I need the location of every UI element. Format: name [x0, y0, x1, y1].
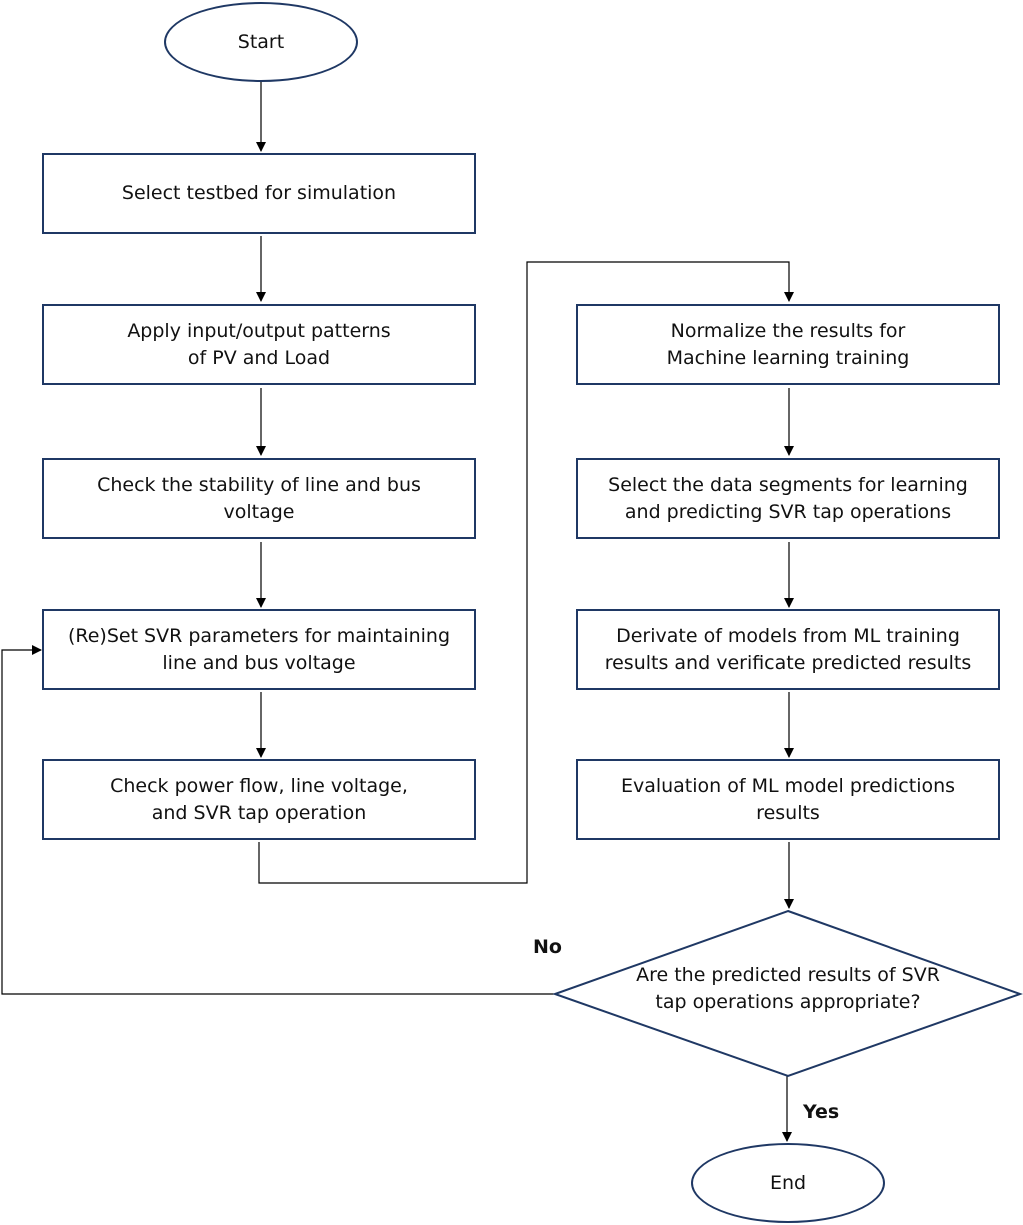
- step-check-stability-label: Check the stability of line and bus volt…: [97, 473, 421, 523]
- step-check-power-flow: Check power flow, line voltage, and SVR …: [42, 759, 476, 840]
- step-normalize-results-label: Normalize the results for Machine learni…: [666, 319, 910, 369]
- step-normalize-results: Normalize the results for Machine learni…: [576, 304, 1000, 385]
- step-check-stability: Check the stability of line and bus volt…: [42, 458, 476, 539]
- step-evaluate-predictions: Evaluation of ML model predictions resul…: [576, 759, 1000, 840]
- step-set-svr-parameters-label: (Re)Set SVR parameters for maintaining l…: [67, 624, 451, 674]
- end-terminal: End: [691, 1143, 885, 1223]
- arrow-step5-to-step6: [258, 261, 794, 884]
- start-terminal: Start: [164, 2, 358, 82]
- step-apply-patterns: Apply input/output patterns of PV and Lo…: [42, 304, 476, 385]
- step-select-testbed: Select testbed for simulation: [42, 153, 476, 234]
- step-select-testbed-label: Select testbed for simulation: [121, 182, 397, 204]
- step-apply-patterns-label: Apply input/output patterns of PV and Lo…: [127, 319, 391, 369]
- step-select-data-segments: Select the data segments for learning an…: [576, 458, 1000, 539]
- no-branch-label: No: [533, 936, 562, 958]
- decision-label: Are the predicted results of SVR tap ope…: [636, 964, 940, 1013]
- start-label: Start: [237, 30, 285, 53]
- step-derivate-models-label: Derivate of models from ML training resu…: [604, 624, 972, 674]
- arrow-decision-no-loop: [1, 645, 554, 995]
- decision-diamond: Are the predicted results of SVR tap ope…: [553, 909, 1023, 1079]
- step-evaluate-predictions-label: Evaluation of ML model predictions resul…: [620, 774, 956, 824]
- step-check-power-flow-label: Check power flow, line voltage, and SVR …: [110, 774, 408, 824]
- end-label: End: [769, 1171, 807, 1194]
- step-derivate-models: Derivate of models from ML training resu…: [576, 609, 1000, 690]
- step-select-data-segments-label: Select the data segments for learning an…: [608, 473, 968, 523]
- step-set-svr-parameters: (Re)Set SVR parameters for maintaining l…: [42, 609, 476, 690]
- decision-shape: [553, 909, 1023, 1078]
- yes-branch-label: Yes: [803, 1101, 840, 1123]
